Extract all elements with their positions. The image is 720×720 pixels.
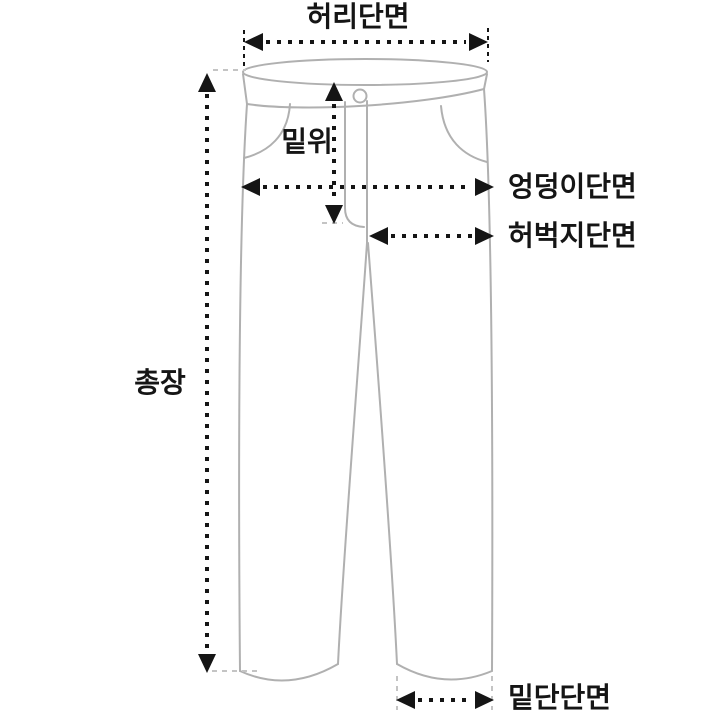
hem-arrow-head-left [396, 691, 415, 709]
guide-lines [212, 69, 493, 710]
thigh-width-arrow [369, 227, 494, 245]
waist-button [352, 88, 368, 104]
left-inseam [337, 242, 368, 665]
waist-arrow-head-right [469, 33, 488, 51]
waist-width-arrow [243, 28, 489, 66]
right-pocket [440, 105, 488, 163]
waist-arrow-head-left [244, 33, 263, 51]
hem-arrow-head-right [475, 691, 494, 709]
rise-arrow-head-top [325, 82, 343, 101]
length-arrow-head-top [198, 73, 216, 92]
rise-arrow-head-bottom [325, 205, 343, 224]
waistband-right-edge [483, 73, 488, 90]
left-pocket [243, 103, 291, 159]
pants-outline [238, 58, 494, 682]
thigh-arrow-head-left [369, 227, 388, 245]
hem-width-arrow [396, 691, 494, 709]
hip-arrow-head-right [475, 178, 494, 196]
right-outseam [483, 88, 494, 672]
rise-label: 밑위 [281, 126, 333, 157]
length-arrow-head-bottom [198, 654, 216, 673]
hip-arrow-head-left [241, 178, 260, 196]
fly-seam [344, 101, 365, 228]
hip-width-label: 엉덩이단면 [508, 171, 637, 202]
hip-width-arrow [241, 178, 494, 196]
left-hem [239, 663, 339, 682]
hem-width-label: 밑단단면 [508, 682, 611, 713]
waist-width-label: 허리단면 [306, 1, 409, 32]
waistband-bottom-edge [246, 88, 485, 109]
rise-arrow [325, 82, 343, 224]
right-inseam [367, 242, 398, 665]
thigh-arrow-head-right [475, 227, 494, 245]
thigh-width-label: 허벅지단면 [508, 220, 637, 251]
total-length-label: 총장 [134, 367, 186, 398]
waistband-left-edge [242, 73, 248, 105]
waistband-opening [242, 58, 488, 86]
left-outseam [238, 103, 248, 672]
total-length-arrow [198, 73, 216, 673]
right-hem [396, 663, 493, 681]
